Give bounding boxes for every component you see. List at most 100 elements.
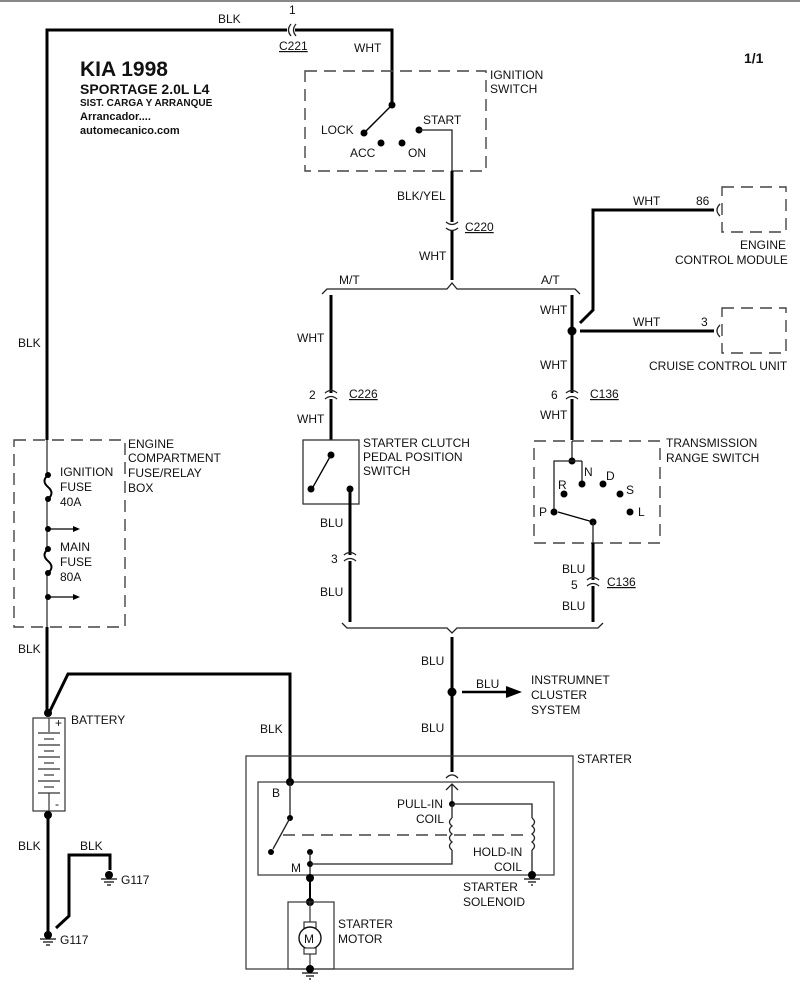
solenoid-b-label: B [272,786,280,800]
ccu-terminal [716,324,721,338]
clutch-arm [312,454,332,488]
ecm-label-1: ENGINE [740,238,786,252]
ignition-pos-start: START [423,113,462,127]
clutch-contact-1 [307,485,315,493]
ignition-pos-lock: LOCK [321,123,354,137]
ignition-switch-box [304,70,487,172]
wire-label-at-wht-1: WHT [540,303,568,317]
trs-n-contact [578,480,586,488]
ground-icon [40,931,56,946]
title: KIA 1998 [80,58,168,81]
pull-in-label-1: PULL-IN [397,797,443,811]
solenoid-input-connector [445,774,459,779]
solenoid-contact [268,849,274,855]
connector-c136-top [565,389,579,400]
c136-top-label: C136 [590,387,619,401]
ground-icon [302,965,318,980]
cluster-label-1: INSTRUMNET [531,673,610,687]
clutch-label-1: STARTER CLUTCH [363,436,470,450]
motor-symbol: M [304,932,314,946]
site-name: automecanico.com [80,125,180,137]
c220-label: C220 [465,220,494,234]
trs-label-2: RANGE SWITCH [666,451,759,465]
connector-c136-bottom [586,576,600,587]
pull-in-coil-icon [448,817,454,851]
c136-bottom-pin: 5 [571,578,578,592]
ground-branch-wire [54,853,112,930]
ecm-pin: 86 [696,194,710,208]
ignition-switch-label-2: SWITCH [490,82,537,96]
wire-label-battery-neg: BLK [18,839,41,853]
main-fuse-label-2: FUSE [60,555,92,569]
section-name: Arrancador.... [80,111,151,123]
c226-pin: 2 [309,388,316,402]
trs-arm [557,511,594,523]
trs-r-contact [560,490,568,498]
cluster-label-2: CLUSTER [531,688,587,702]
hold-in-feed [452,803,533,818]
main-fuse-label-3: 80A [60,570,81,584]
page-number: 1/1 [744,50,764,66]
wire-label-below-fuse: BLK [18,642,41,656]
arrow-icon [73,594,80,600]
hold-in-label-1: HOLD-IN [473,845,522,859]
wire-label-trs-blu-1: BLU [562,562,585,576]
solenoid-contact-arm [272,817,291,850]
battery-starter-blk-wire [47,672,292,782]
trs-d-contact [599,480,607,488]
trs-p-link [553,460,572,512]
wire-label-top-blk: BLK [218,12,241,26]
blu-splice [447,687,457,697]
ground-icon [101,871,117,886]
wire-label-trs-blu-2: BLU [562,599,585,613]
ignition-switch-arm [364,104,393,133]
fuse-box [13,439,126,628]
ignition-fuse-label-3: 40A [60,495,81,509]
pull-in-return [310,850,453,865]
ecm-label-2: CONTROL MODULE [675,253,788,267]
clutch-switch-box [302,439,360,505]
fuse-box-label-4: BOX [128,481,153,495]
c221-pin: 1 [289,3,296,17]
wire-label-mt-wht-2: WHT [297,412,325,426]
system-name: SIST. CARGA Y ARRANQUE [80,98,213,109]
ccu-box [721,307,787,354]
wire-label-blk-yel: BLK/YEL [397,189,446,203]
mt-at-brace [321,281,581,295]
fuse-box-label-3: FUSE/RELAY [128,466,202,480]
ecm-terminal [716,203,721,217]
start-internal-wire [419,129,453,171]
c136-top-pin: 6 [551,388,558,402]
starter-label: STARTER [577,752,632,766]
ground-label-2: G117 [60,933,89,947]
ignition-pos-acc: ACC [350,146,376,160]
wire-label-c220-wht: WHT [419,249,447,263]
c226-label: C226 [349,387,378,401]
ignition-lock-contact [360,129,368,137]
trs-pos-n: N [584,465,593,479]
trs-label-1: TRANSMISSION [666,436,757,450]
connector-c221 [287,23,297,37]
ecm-wht-wire [578,208,714,325]
solenoid-label-1: STARTER [463,880,518,894]
wire-label-ccu-wht: WHT [633,315,661,329]
trs-pos-d: D [606,469,615,483]
motor-brush-bottom [303,947,317,955]
trs-p-contact [550,508,558,516]
battery-pos-terminal [44,709,52,717]
clutch-label-3: SWITCH [363,464,410,478]
wire-label-left-blk: BLK [18,336,41,350]
ground-icon [524,871,540,886]
hold-in-label-2: COIL [494,860,522,874]
arrow-icon [73,526,80,532]
model: SPORTAGE 2.0L L4 [80,81,210,97]
ccu-pin: 3 [701,315,708,329]
cluster-label-3: SYSTEM [531,703,580,717]
main-fuse-label-1: MAIN [60,540,90,554]
ecm-box [721,186,787,233]
wire-label-ecm-wht: WHT [633,194,661,208]
battery-cells [38,718,60,811]
ignition-switch-label-1: IGNITION [490,68,543,82]
c221-label: C221 [279,39,308,53]
ignition-fuse-label-1: IGNITION [60,465,113,479]
